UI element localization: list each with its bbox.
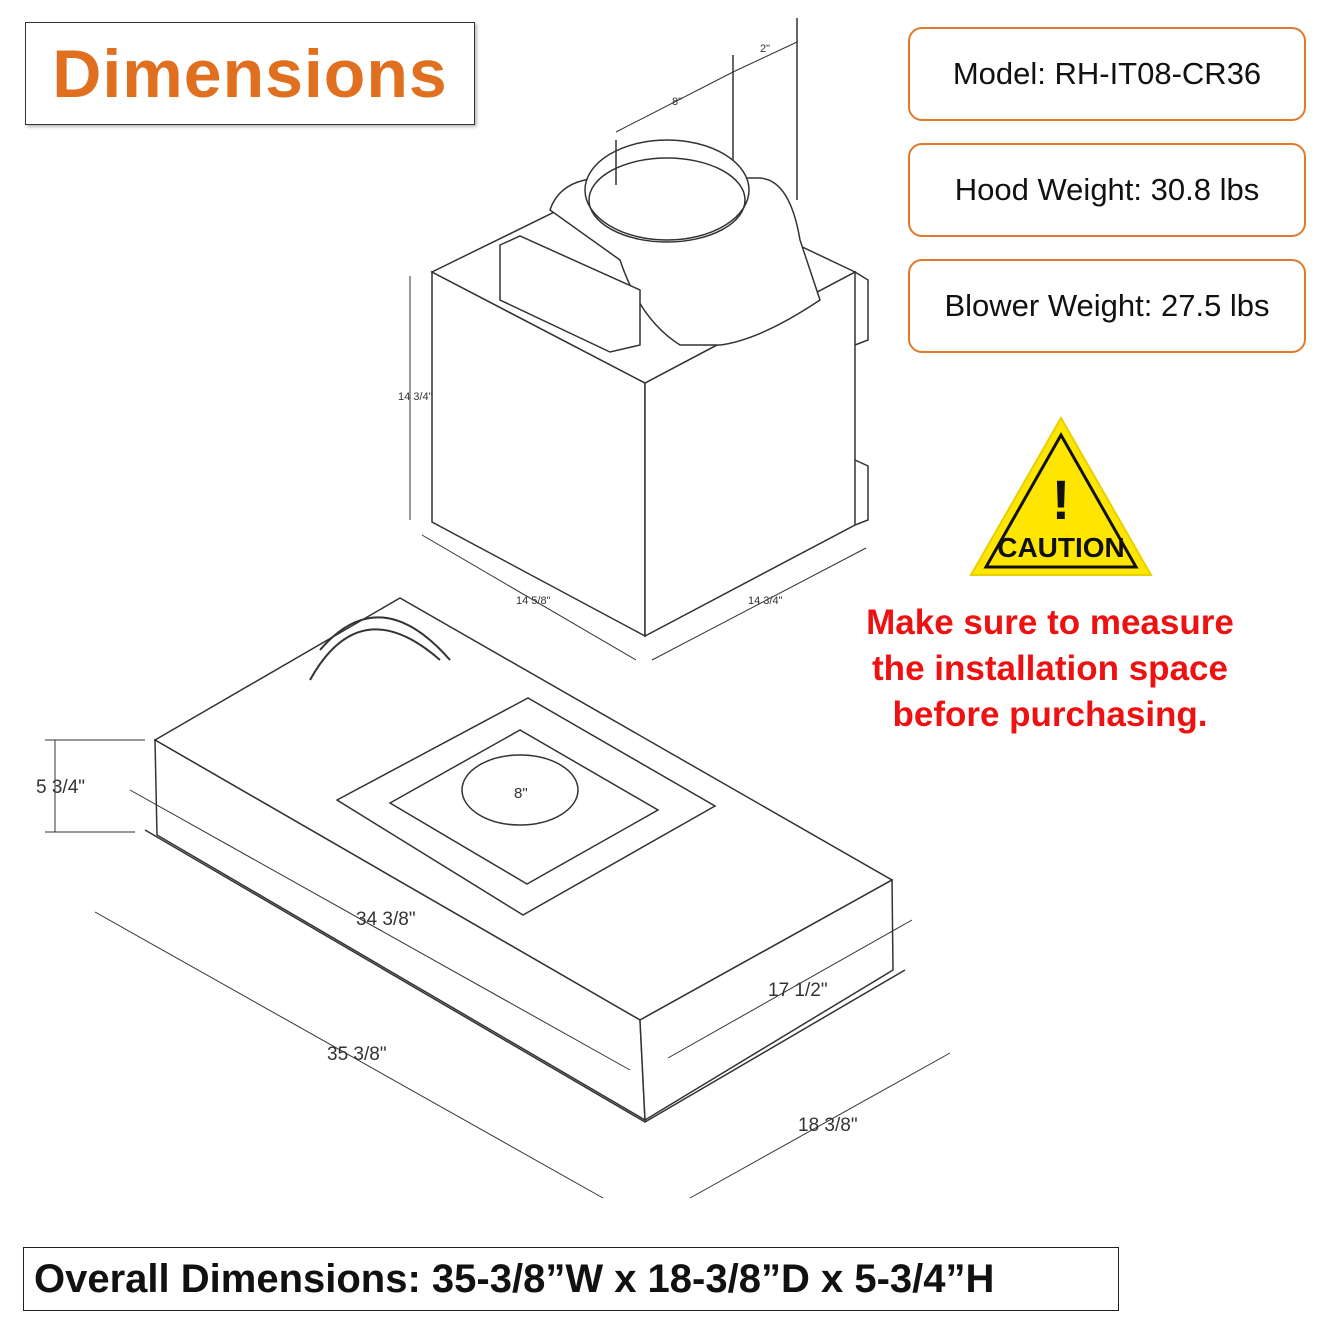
dim-hood-outer-width: 35 3/8" — [327, 1044, 387, 1065]
overall-dimensions: Overall Dimensions: 35-3/8”W x 18-3/8”D … — [23, 1247, 1119, 1311]
page-title: Dimensions — [52, 35, 448, 112]
dimension-labels: 2" 8" 14 3/4" 14 5/8" 14 3/4" 5 3/4" 34 … — [36, 43, 858, 1136]
spec-blower-weight: Blower Weight: 27.5 lbs — [908, 259, 1306, 353]
warning-line: Make sure to measure — [866, 603, 1234, 642]
dim-hood-inner-width: 34 3/8" — [356, 909, 416, 930]
dim-blower-width: 14 5/8" — [516, 595, 551, 607]
caution-label: CAUTION — [997, 532, 1125, 563]
warning-line: the installation space — [872, 649, 1228, 688]
dim-blower-duct: 8" — [672, 96, 682, 108]
dim-hood-outer-depth: 18 3/8" — [798, 1115, 858, 1136]
hood-drawing — [45, 597, 951, 1199]
dim-hood-inner-depth: 17 1/2" — [768, 980, 828, 1001]
spec-model: Model: RH-IT08-CR36 — [908, 27, 1306, 121]
warning-message: Make sure to measure the installation sp… — [820, 600, 1280, 738]
dim-top-offset: 2" — [760, 43, 770, 55]
technical-drawing: 2" 8" 14 3/4" 14 5/8" 14 3/4" 5 3/4" 34 … — [36, 18, 951, 1199]
blower-drawing — [409, 18, 869, 661]
dim-hood-duct: 8" — [514, 785, 528, 802]
caution-exclamation: ! — [1052, 468, 1071, 531]
dim-blower-height: 14 3/4" — [398, 391, 433, 403]
caution-triangle-icon: ! CAUTION — [969, 415, 1153, 576]
title-box: Dimensions — [25, 22, 475, 125]
dim-hood-height: 5 3/4" — [36, 777, 85, 798]
warning-line: before purchasing. — [892, 695, 1208, 734]
spec-hood-weight: Hood Weight: 30.8 lbs — [908, 143, 1306, 237]
dim-blower-depth: 14 3/4" — [748, 595, 783, 607]
